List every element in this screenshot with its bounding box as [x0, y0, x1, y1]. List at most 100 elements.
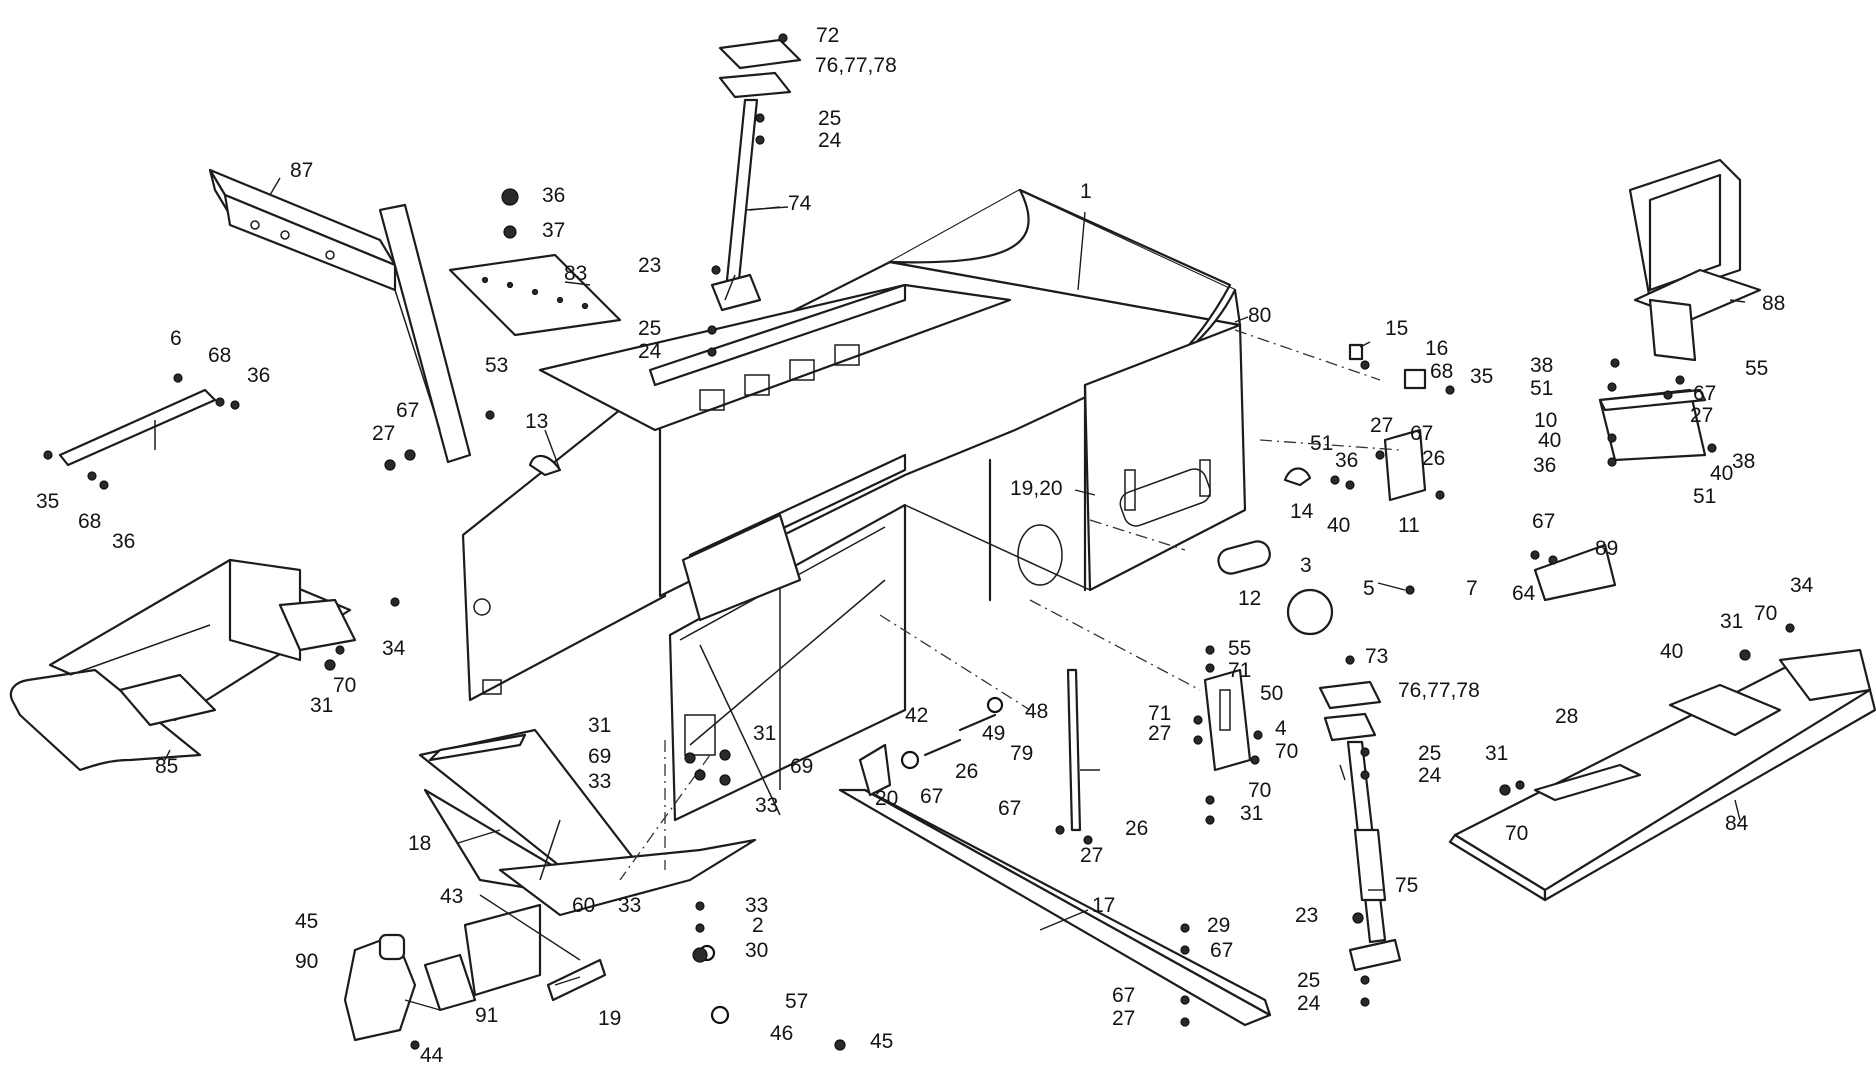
- callout-26-b: 26: [955, 760, 978, 783]
- callout-16: 16: [1425, 337, 1448, 360]
- callout-28: 28: [1555, 705, 1578, 728]
- part-85-step: [9, 558, 357, 772]
- callout-25-mid: 25: [638, 317, 661, 340]
- part-83-plate: [448, 253, 622, 337]
- callout-68-a: 68: [208, 344, 231, 367]
- callout-87: 87: [290, 159, 313, 182]
- callout-67-c: 67: [1693, 382, 1716, 405]
- callout-26-a: 26: [1422, 447, 1445, 470]
- callout-26-c: 26: [1125, 817, 1148, 840]
- callout-31-a: 31: [310, 694, 333, 717]
- callout-31-c: 31: [753, 722, 776, 745]
- callout-51-c: 51: [1693, 485, 1716, 508]
- callout-27-f: 27: [1112, 1007, 1135, 1030]
- callout-67-g: 67: [1210, 939, 1233, 962]
- callout-57: 57: [785, 990, 808, 1013]
- main-frame: [461, 188, 1247, 822]
- callout-40-a: 40: [1327, 514, 1350, 537]
- callout-75: 75: [1395, 874, 1418, 897]
- callout-84: 84: [1725, 812, 1749, 835]
- callout-91: 91: [475, 1004, 498, 1027]
- callout-70-b: 70: [1275, 740, 1298, 763]
- callout-31-f: 31: [1485, 742, 1508, 765]
- callout-31-d: 31: [1240, 802, 1263, 825]
- small-parts: [343, 903, 730, 1042]
- callout-18: 18: [408, 832, 431, 855]
- callout-40-c: 40: [1710, 462, 1733, 485]
- callout-71-a: 71: [1228, 659, 1251, 682]
- callout-36-a: 36: [542, 184, 565, 207]
- callout-3: 3: [1300, 554, 1312, 577]
- strap-part: [58, 388, 217, 467]
- callout-83: 83: [564, 262, 587, 285]
- callout-89: 89: [1595, 537, 1618, 560]
- hardware-dots: [43, 33, 1795, 1051]
- callout-12: 12: [1238, 587, 1261, 610]
- callout-48: 48: [1025, 700, 1048, 723]
- callout-20: 20: [875, 787, 898, 810]
- part-79-bar: [1066, 668, 1082, 832]
- callout-14: 14: [1290, 500, 1314, 523]
- callout-7: 7: [1466, 577, 1478, 600]
- callout-51-a: 51: [1310, 432, 1333, 455]
- callout-24-top: 24: [818, 129, 842, 152]
- callout-27-c: 27: [1690, 404, 1713, 427]
- callout-25-low: 25: [1418, 742, 1441, 765]
- callout-11: 11: [1398, 514, 1420, 537]
- callout-23-low: 23: [1295, 904, 1318, 927]
- callout-36-c: 36: [112, 530, 135, 553]
- callout-2: 2: [752, 914, 764, 937]
- callout-76-77-78-top: 76,77,78: [815, 54, 897, 77]
- callout-80: 80: [1248, 304, 1271, 327]
- callout-67-h: 67: [1112, 984, 1135, 1007]
- callout-55-a: 55: [1745, 357, 1768, 380]
- callout-45-a: 45: [295, 910, 318, 933]
- callout-25-bottom: 25: [1297, 969, 1320, 992]
- callout-37: 37: [542, 219, 565, 242]
- part-89-bracket: [1533, 543, 1617, 602]
- callout-60: 60: [572, 894, 595, 917]
- callout-17: 17: [1092, 894, 1115, 917]
- callout-73: 73: [1365, 645, 1388, 668]
- callout-72: 72: [816, 24, 839, 47]
- callout-23-top: 23: [638, 254, 661, 277]
- callout-35-a: 35: [36, 490, 59, 513]
- callout-24-low: 24: [1418, 764, 1442, 787]
- callout-68-c: 68: [1430, 360, 1453, 383]
- part-75-stand: [1318, 680, 1402, 972]
- callout-38-b: 38: [1732, 450, 1755, 473]
- callout-67-a: 67: [396, 399, 419, 422]
- callout-64: 64: [1512, 582, 1536, 605]
- rings-and-covers: [528, 343, 1427, 636]
- bolts-center: [858, 696, 1004, 797]
- callout-13: 13: [525, 410, 548, 433]
- callout-10: 10: [1534, 409, 1557, 432]
- callout-85: 85: [155, 755, 178, 778]
- callout-70-e: 70: [1754, 602, 1777, 625]
- callout-36-b: 36: [247, 364, 270, 387]
- part-50-bracket: [1203, 668, 1252, 772]
- callout-34-b: 34: [1790, 574, 1814, 597]
- callout-1: 1: [1080, 180, 1092, 203]
- callout-76-77-78-bottom: 76,77,78: [1398, 679, 1480, 702]
- callout-50: 50: [1260, 682, 1283, 705]
- part-18-frame: [418, 728, 757, 917]
- callout-55-b: 55: [1228, 637, 1251, 660]
- callout-24-mid: 24: [638, 340, 662, 363]
- callout-70-d: 70: [1505, 822, 1528, 845]
- callout-46: 46: [770, 1022, 793, 1045]
- callout-38-a: 38: [1530, 354, 1553, 377]
- callout-69-b: 69: [790, 755, 813, 778]
- callout-33-b: 33: [755, 794, 778, 817]
- callout-40-b: 40: [1538, 429, 1561, 452]
- callout-42: 42: [905, 704, 928, 727]
- callout-labels: 1 72 76,77,78 25 24 74 23 25 24 87 36 37…: [36, 24, 1814, 1066]
- callout-36-d: 36: [1335, 449, 1358, 472]
- part-17-rail: [838, 788, 1272, 1027]
- callout-27-a: 27: [372, 422, 395, 445]
- callout-69-a: 69: [588, 745, 611, 768]
- callout-74: 74: [788, 192, 812, 215]
- callout-71-b: 71: [1148, 702, 1171, 725]
- callout-27-d: 27: [1080, 844, 1103, 867]
